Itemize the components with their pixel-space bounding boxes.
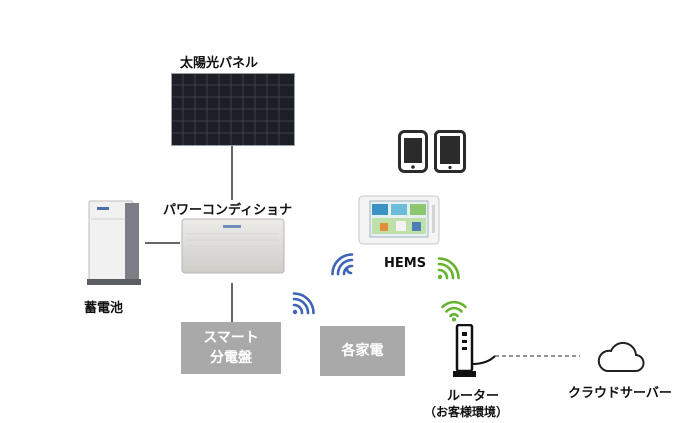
solar-panel-icon: [171, 73, 295, 146]
wifi-icon: [331, 253, 354, 276]
router-icon: [453, 324, 496, 377]
appliances-box: 各家電: [320, 326, 405, 376]
wifi-icon: [441, 300, 467, 322]
hems-monitor-icon: [358, 195, 440, 245]
hems-label: HEMS: [384, 256, 427, 271]
tablet-icon: [434, 130, 466, 173]
power-conditioner-label: パワーコンディショナ: [163, 203, 293, 218]
solar-panel-label: 太陽光パネル: [180, 56, 259, 71]
storage-battery-label: 蓄電池: [84, 301, 124, 316]
distribution-board-line1: スマート: [203, 330, 259, 346]
smart-distribution-board-box: スマート 分電盤: [181, 322, 281, 374]
router-label: ルーター: [447, 389, 500, 404]
cloud-icon: [597, 341, 645, 372]
wifi-icon: [437, 257, 460, 280]
appliances-label: 各家電: [341, 343, 384, 359]
smartphone-icon: [398, 130, 428, 173]
wifi-icon: [292, 292, 315, 315]
router-note: （お客様環境）: [424, 405, 509, 419]
distribution-board-line2: 分電盤: [210, 350, 252, 366]
cloud-server-label: クラウドサーバー: [568, 386, 672, 401]
storage-battery-icon: [87, 200, 141, 285]
power-conditioner-icon: [181, 218, 285, 274]
